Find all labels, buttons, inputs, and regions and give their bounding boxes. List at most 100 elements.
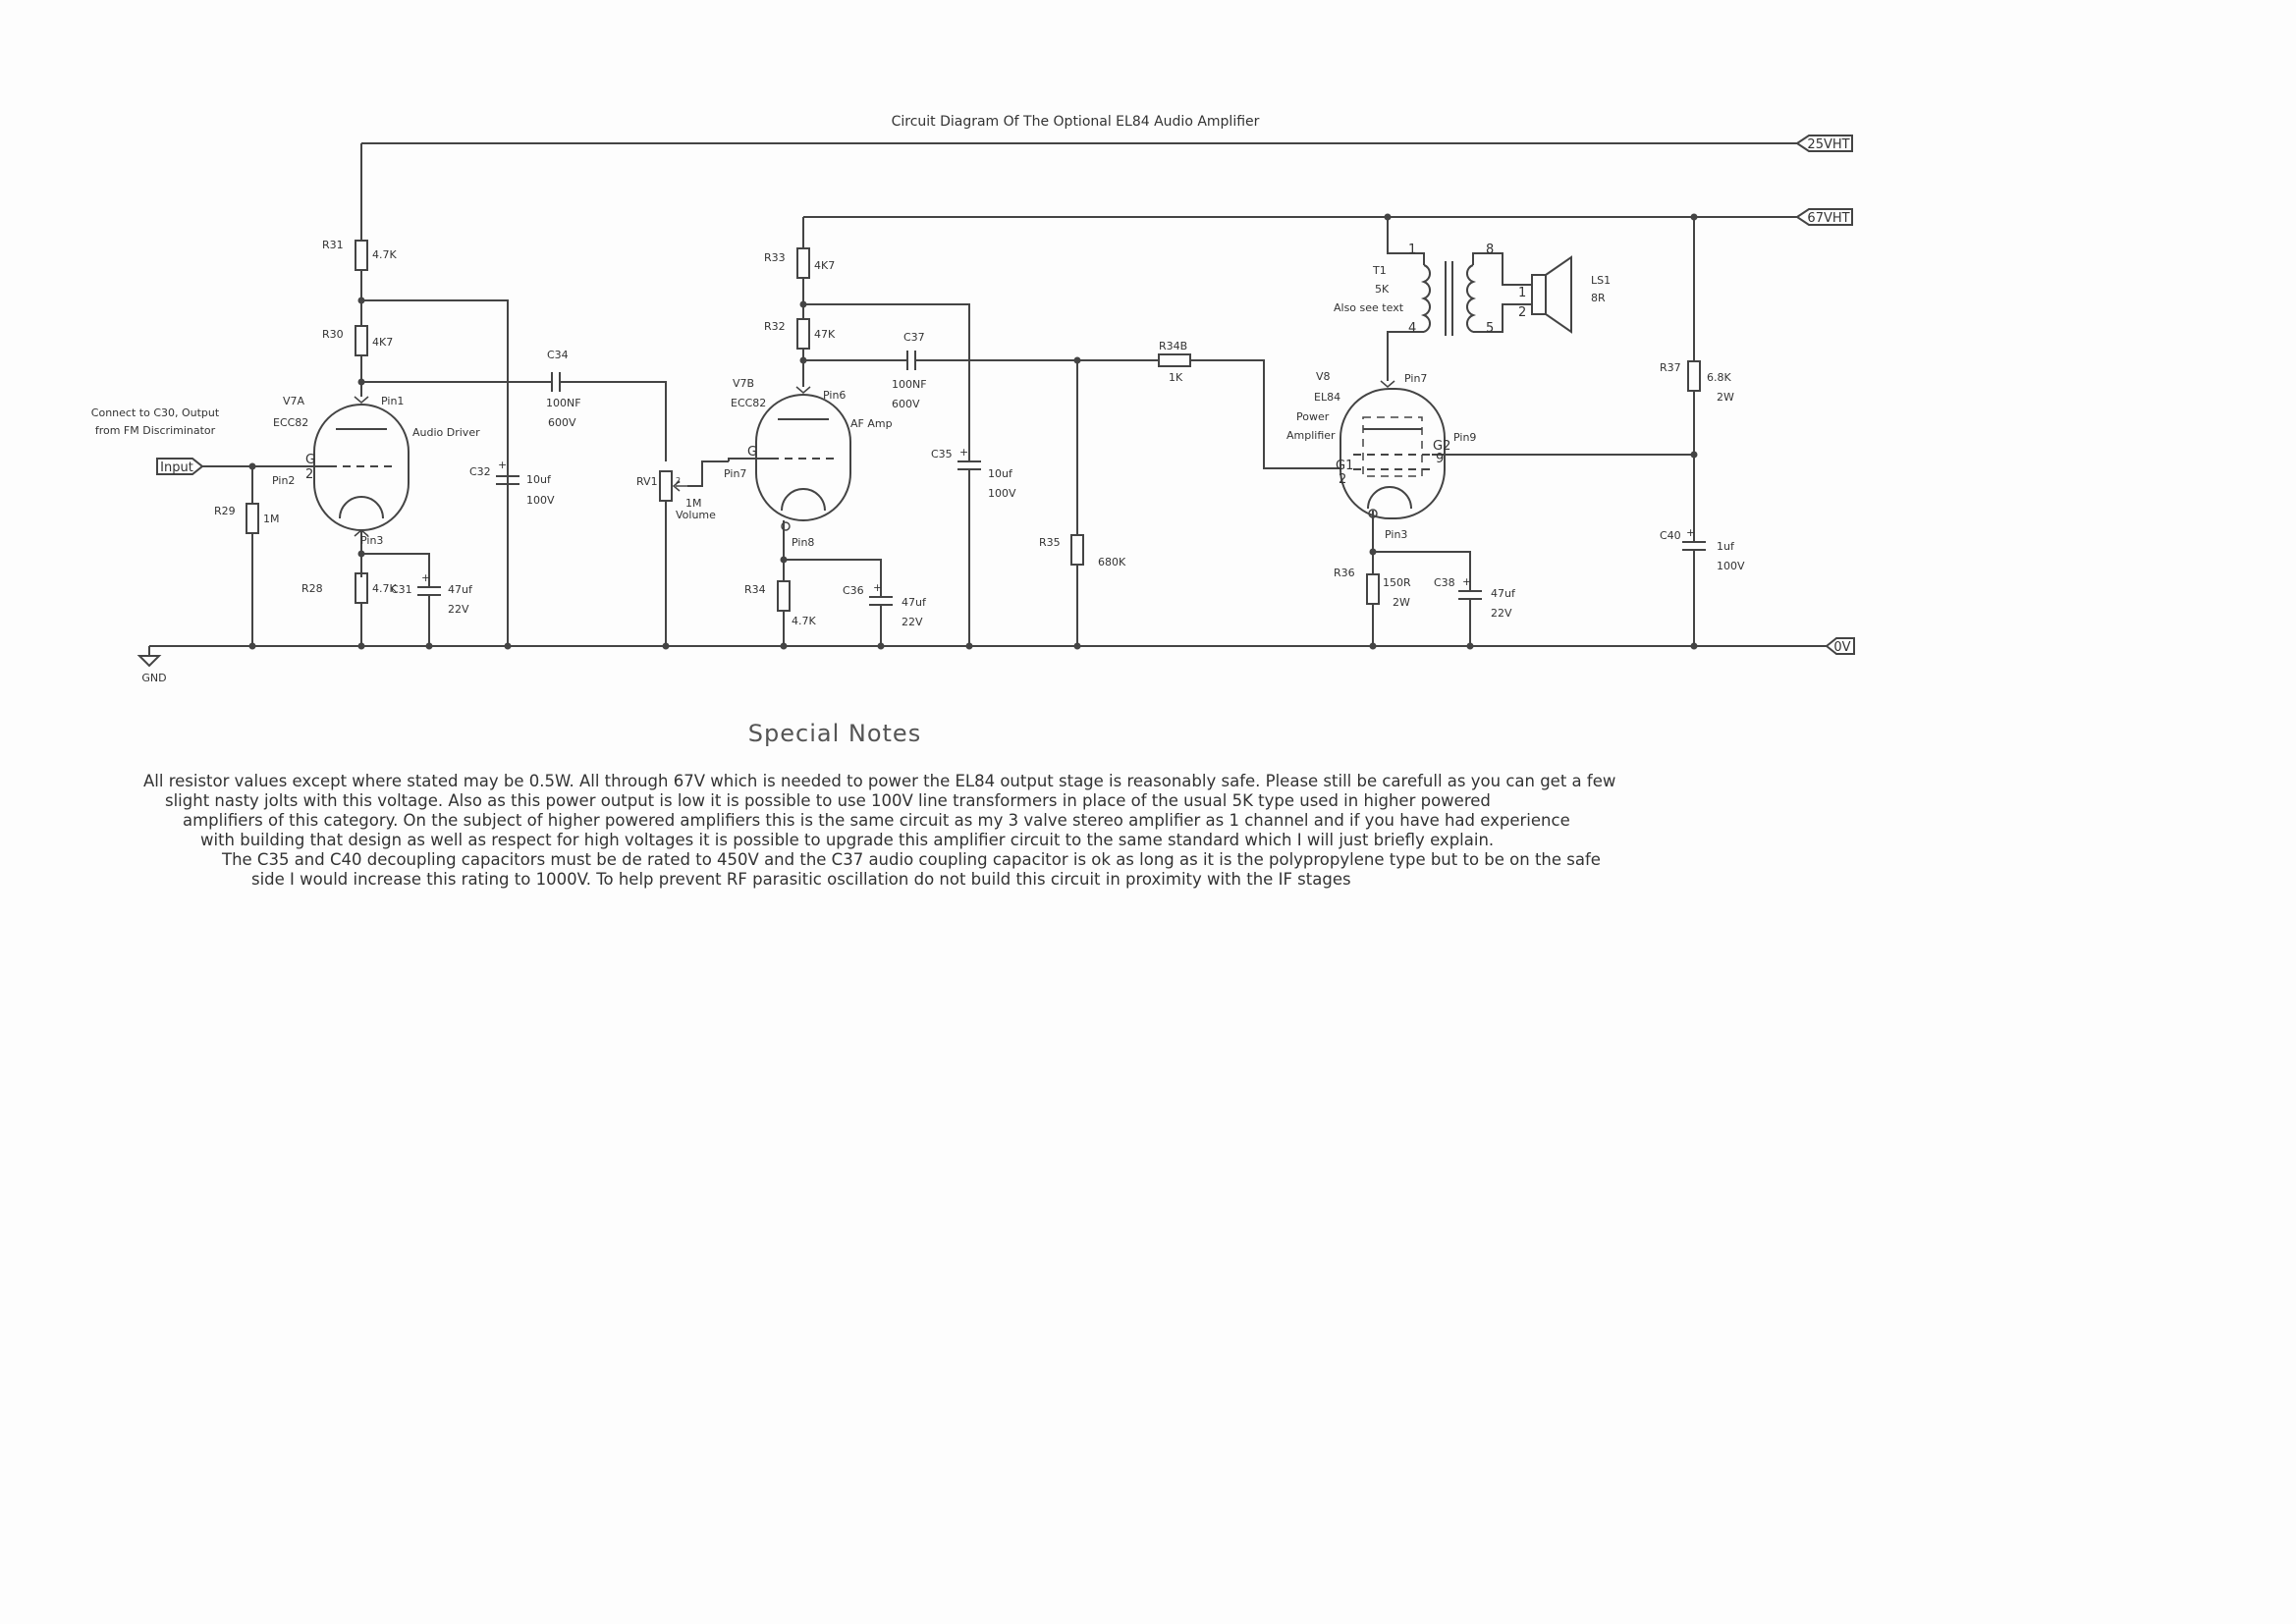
svg-text:R37: R37 <box>1660 361 1681 374</box>
svg-text:Pin8: Pin8 <box>792 536 814 549</box>
svg-text:R33: R33 <box>764 251 786 264</box>
svg-text:5K: 5K <box>1375 283 1390 296</box>
resistor-r30: R30 4K7 <box>322 300 393 386</box>
svg-text:G: G <box>305 453 315 467</box>
capacitor-c31: + C31 47uf 22V <box>391 571 473 650</box>
svg-text:1: 1 <box>1518 286 1526 300</box>
notes-line: The C35 and C40 decoupling capacitors mu… <box>222 850 1601 869</box>
svg-text:Pin6: Pin6 <box>823 389 846 402</box>
capacitor-c40: + C40 1uf 100V <box>1660 455 1745 650</box>
svg-text:V7A: V7A <box>283 395 305 407</box>
svg-text:10uf: 10uf <box>988 467 1013 480</box>
svg-text:C38: C38 <box>1434 576 1455 589</box>
svg-text:+: + <box>1462 575 1471 588</box>
svg-text:2W: 2W <box>1393 596 1410 609</box>
svg-text:Pin7: Pin7 <box>1404 372 1427 385</box>
capacitor-c34: C34 100NF 600V <box>361 349 667 461</box>
svg-text:100V: 100V <box>988 487 1016 500</box>
svg-text:47uf: 47uf <box>902 596 927 609</box>
svg-text:100V: 100V <box>526 494 555 507</box>
svg-text:Pin7: Pin7 <box>724 467 746 480</box>
resistor-r35: R35 680K <box>1039 360 1126 650</box>
rail-25vht: 25VHT <box>361 135 1853 152</box>
svg-text:1K: 1K <box>1169 371 1183 384</box>
notes-body: All resistor values except where stated … <box>137 772 1827 890</box>
valve-v8: V8 EL84 Power Amplifier Pin7 Pin9 G1 2 G… <box>1286 344 1694 552</box>
svg-text:Pin2: Pin2 <box>272 474 295 487</box>
svg-text:LS1: LS1 <box>1591 274 1611 287</box>
svg-text:2: 2 <box>1518 305 1526 320</box>
svg-text:Pin1: Pin1 <box>381 395 404 407</box>
svg-text:8: 8 <box>1486 243 1494 257</box>
svg-text:4.7K: 4.7K <box>372 582 397 595</box>
rail-67vht: 67VHT <box>803 208 1853 226</box>
resistor-r29: R29 1M <box>214 466 280 650</box>
svg-text:C40: C40 <box>1660 529 1681 542</box>
notes-line: amplifiers of this category. On the subj… <box>183 811 1570 830</box>
svg-text:C31: C31 <box>391 583 412 596</box>
svg-text:+: + <box>1686 526 1695 539</box>
notes-line: slight nasty jolts with this voltage. Al… <box>165 791 1491 810</box>
svg-text:C32: C32 <box>469 465 491 478</box>
svg-text:ECC82: ECC82 <box>731 397 766 409</box>
svg-text:4: 4 <box>1408 321 1416 336</box>
svg-text:ECC82: ECC82 <box>273 416 308 429</box>
svg-text:25VHT: 25VHT <box>1807 137 1849 152</box>
svg-text:AF Amp: AF Amp <box>850 417 893 430</box>
svg-text:22V: 22V <box>448 603 469 616</box>
svg-text:600V: 600V <box>548 416 576 429</box>
valve-v7a: V7A ECC82 Audio Driver Pin1 Pin2 G 2 Pin… <box>272 382 480 577</box>
svg-text:GND: GND <box>141 672 166 684</box>
svg-text:+: + <box>498 459 507 471</box>
svg-text:from FM Discriminator: from FM Discriminator <box>95 424 216 437</box>
speaker-ls1: 1 2 LS1 8R <box>1517 255 1611 334</box>
resistor-r36: R36 150R 2W <box>1334 552 1411 650</box>
notes-line: with building that design as well as res… <box>200 831 1495 849</box>
svg-text:4K7: 4K7 <box>814 259 835 272</box>
svg-text:C34: C34 <box>547 349 569 361</box>
svg-text:G: G <box>747 445 757 460</box>
svg-text:R34: R34 <box>744 583 766 596</box>
svg-text:G2: G2 <box>1433 439 1450 454</box>
svg-text:G1: G1 <box>1336 459 1353 473</box>
capacitor-c32: + C32 10uf 100V <box>469 459 555 507</box>
notes-line: side I would increase this rating to 100… <box>251 870 1351 889</box>
svg-text:R28: R28 <box>301 582 323 595</box>
resistor-r28: R28 4.7K <box>301 572 397 650</box>
rail-0v: 0V <box>149 637 1855 655</box>
svg-text:T1: T1 <box>1372 264 1387 277</box>
resistor-r37: R37 6.8K 2W <box>1660 213 1734 459</box>
svg-text:RV1: RV1 <box>636 475 658 488</box>
svg-text:47K: 47K <box>814 328 836 341</box>
svg-text:22V: 22V <box>1491 607 1512 620</box>
svg-text:R32: R32 <box>764 320 786 333</box>
svg-text:V7B: V7B <box>733 377 754 390</box>
resistor-r31: R31 4.7K <box>322 143 397 271</box>
svg-text:Volume: Volume <box>676 509 716 521</box>
svg-text:C35: C35 <box>931 448 953 460</box>
resistor-r33: R33 4K7 <box>764 217 835 279</box>
svg-text:0V: 0V <box>1833 640 1850 655</box>
svg-text:5: 5 <box>1486 321 1494 336</box>
svg-text:100NF: 100NF <box>892 378 927 391</box>
potentiometer-rv1: RV1 2 1M Volume <box>636 460 729 650</box>
svg-text:+: + <box>421 571 430 584</box>
svg-text:2: 2 <box>1339 472 1346 487</box>
transformer-t1: 1 4 5 8 T1 5K Also see text <box>1334 213 1517 344</box>
notes-title: Special Notes <box>747 720 922 747</box>
svg-text:4K7: 4K7 <box>372 336 393 349</box>
svg-text:R36: R36 <box>1334 567 1355 579</box>
svg-text:150R: 150R <box>1383 576 1411 589</box>
svg-text:100V: 100V <box>1717 560 1745 572</box>
svg-text:67VHT: 67VHT <box>1807 211 1849 226</box>
svg-text:2: 2 <box>676 476 681 485</box>
svg-text:10uf: 10uf <box>526 473 552 486</box>
svg-text:8R: 8R <box>1591 292 1606 304</box>
capacitor-c38: + C38 47uf 22V <box>1434 575 1516 650</box>
input-port: Input Connect to C30, Output from FM Dis… <box>91 406 312 475</box>
svg-text:100NF: 100NF <box>546 397 581 409</box>
diagram-title: Circuit Diagram Of The Optional EL84 Aud… <box>892 114 1260 130</box>
svg-text:47uf: 47uf <box>448 583 473 596</box>
svg-text:47uf: 47uf <box>1491 587 1516 600</box>
svg-text:R35: R35 <box>1039 536 1061 549</box>
